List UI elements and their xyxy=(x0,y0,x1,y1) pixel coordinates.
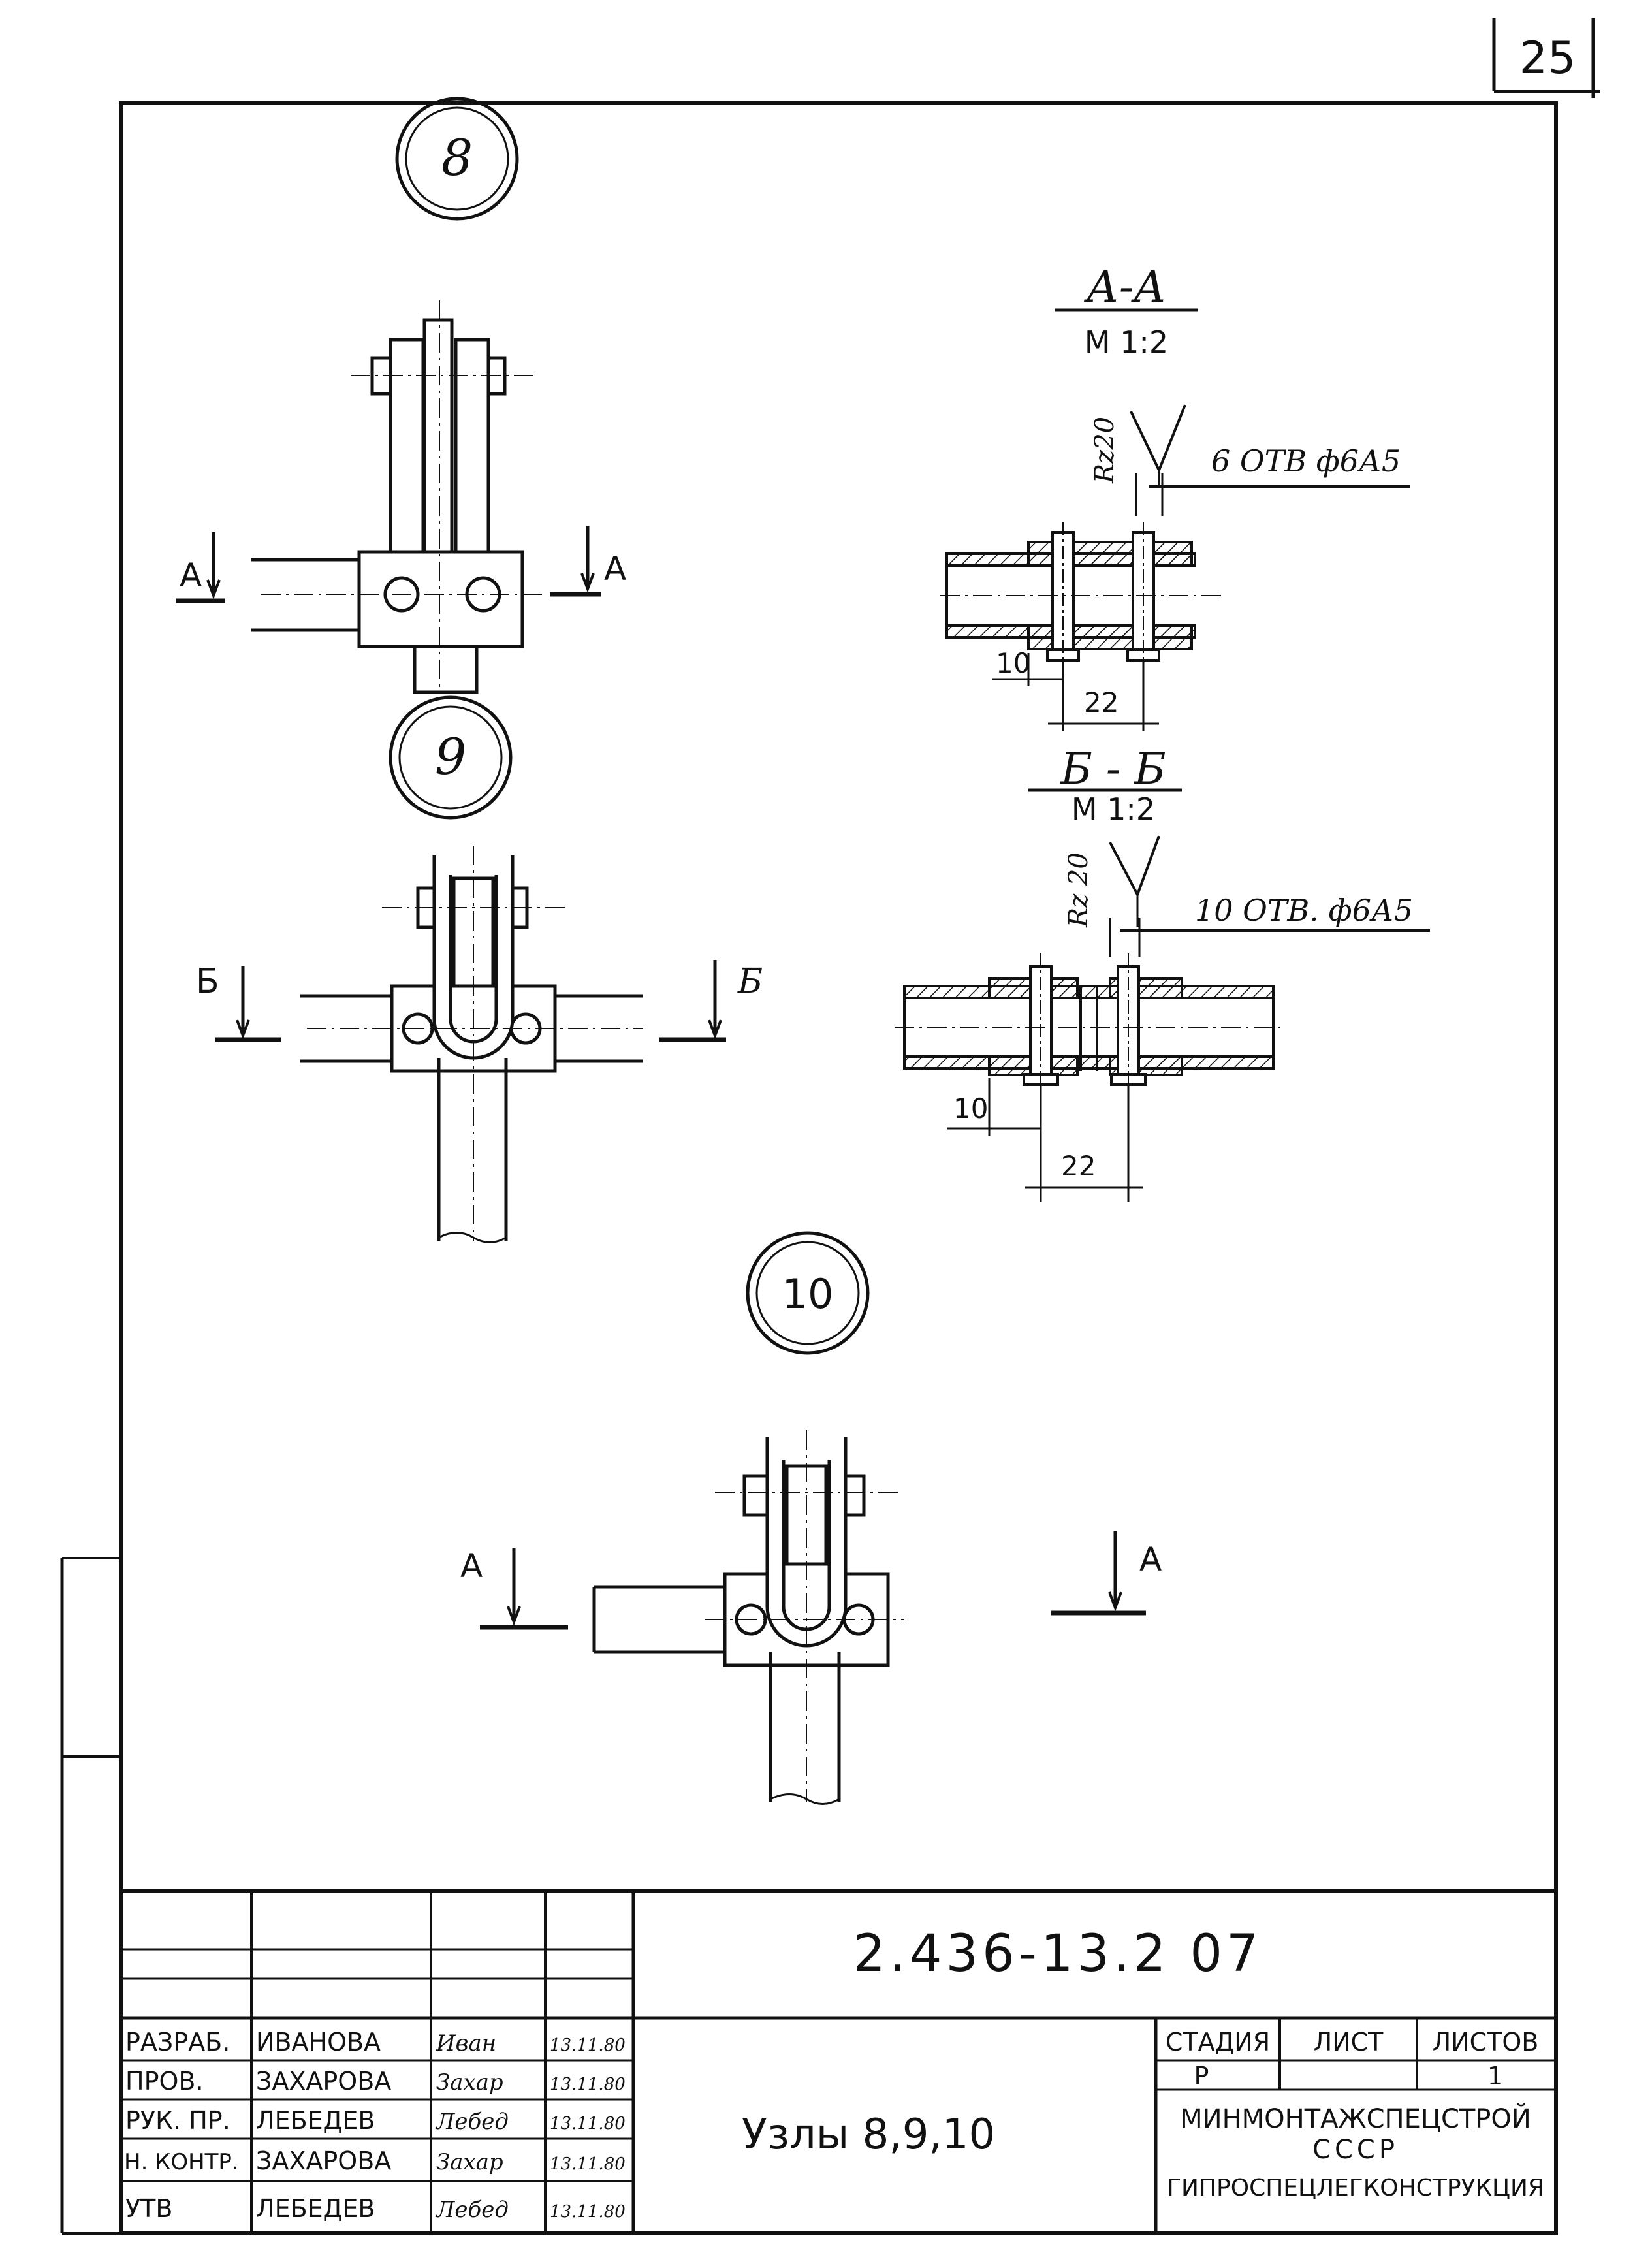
signature-row: РУК. ПР. ЛЕБЕДЕВ Лебед 13.11.80 xyxy=(125,2106,626,2135)
header-sheets: ЛИСТОВ xyxy=(1433,2028,1539,2056)
node-10-view xyxy=(480,1430,1146,1805)
row-role: ПРОВ. xyxy=(125,2067,204,2096)
row-date: 13.11.80 xyxy=(550,2075,626,2094)
section-bb-dim-10: 10 xyxy=(953,1093,988,1125)
section-mark-a-left: А xyxy=(180,556,202,594)
section-aa-dim-22: 22 xyxy=(1084,686,1119,718)
callout-8: 8 xyxy=(395,97,519,221)
document-code: 2.436-13.2 07 xyxy=(853,1925,1262,1983)
title-block xyxy=(121,1889,1556,2233)
row-date: 13.11.80 xyxy=(550,2114,626,2133)
row-signature: Иван xyxy=(436,2030,496,2056)
callout-9-label: 9 xyxy=(435,727,466,786)
row-signature: Лебед xyxy=(435,2197,509,2223)
row-signature: Захар xyxy=(436,2069,503,2096)
section-aa-dim-10: 10 xyxy=(996,647,1030,679)
row-date: 13.11.80 xyxy=(550,2202,626,2222)
section-aa-title: А-А xyxy=(1084,262,1166,312)
row-name: ИВАНОВА xyxy=(256,2028,381,2056)
drawing-frame xyxy=(119,101,1558,2235)
section-mark-b-right: Б xyxy=(737,962,763,1001)
section-bb-scale: М 1:2 xyxy=(1071,791,1155,827)
node-9-view xyxy=(215,846,726,1243)
org-line-2: СССР xyxy=(1312,2135,1399,2165)
section-mark-a-right-2: А xyxy=(1139,1541,1162,1578)
section-aa-roughness: Rz20 xyxy=(1090,417,1120,484)
section-aa-scale: М 1:2 xyxy=(1085,325,1168,360)
row-role: РУК. ПР. xyxy=(125,2106,230,2135)
sheet-number: 25 xyxy=(1519,33,1576,84)
sheets-value: 1 xyxy=(1487,2062,1503,2090)
row-name: ЛЕБЕДЕВ xyxy=(256,2106,375,2135)
node-8-view xyxy=(176,300,601,694)
section-bb-roughness: Rz 20 xyxy=(1064,852,1094,928)
section-bb-title: Б - Б xyxy=(1059,744,1166,794)
row-date: 13.11.80 xyxy=(550,2154,626,2174)
signature-row: Н. КОНТР. ЗАХАРОВА Захар 13.11.80 xyxy=(124,2147,626,2175)
header-stage: СТАДИЯ xyxy=(1166,2028,1270,2056)
callout-10: 10 xyxy=(746,1231,870,1355)
header-sheet: ЛИСТ xyxy=(1314,2028,1384,2056)
signature-row: РАЗРАБ. ИВАНОВА Иван 13.11.80 xyxy=(125,2028,626,2056)
section-bb: Б - Б М 1:2 Rz 20 10 ОТВ. ф6А5 xyxy=(895,744,1430,1202)
row-signature: Захар xyxy=(436,2149,503,2175)
section-mark-b-left: Б xyxy=(196,962,219,1001)
callout-10-label: 10 xyxy=(782,1270,834,1318)
row-role: РАЗРАБ. xyxy=(125,2028,230,2056)
row-name: ЛЕБЕДЕВ xyxy=(256,2194,375,2223)
org-line-3: ГИПРОСПЕЦЛЕГКОНСТРУКЦИЯ xyxy=(1167,2175,1544,2201)
binding-strip xyxy=(60,1557,121,2235)
row-name: ЗАХАРОВА xyxy=(256,2147,391,2175)
row-role: Н. КОНТР. xyxy=(124,2149,239,2175)
section-mark-a-right: А xyxy=(604,550,626,588)
row-signature: Лебед xyxy=(435,2109,509,2135)
section-aa: А-А М 1:2 Rz20 6 ОТВ ф6А5 xyxy=(940,262,1410,731)
section-aa-holes: 6 ОТВ ф6А5 xyxy=(1211,443,1401,479)
sheet-number-box: 25 xyxy=(1492,18,1600,98)
section-bb-dim-22: 22 xyxy=(1061,1150,1096,1182)
drawing-title: Узлы 8,9,10 xyxy=(742,2111,995,2159)
callout-9: 9 xyxy=(389,695,513,820)
callout-8-label: 8 xyxy=(441,129,473,187)
section-mark-a-left-2: А xyxy=(460,1547,483,1585)
stage-value: Р xyxy=(1194,2062,1209,2090)
signature-row: ПРОВ. ЗАХАРОВА Захар 13.11.80 xyxy=(125,2067,626,2096)
signature-row: УТВ ЛЕБЕДЕВ Лебед 13.11.80 xyxy=(125,2194,626,2223)
row-name: ЗАХАРОВА xyxy=(256,2067,391,2096)
section-bb-holes: 10 ОТВ. ф6А5 xyxy=(1195,893,1413,928)
org-line-1: МИНМОНТАЖСПЕЦСТРОЙ xyxy=(1180,2103,1531,2134)
row-role: УТВ xyxy=(125,2194,172,2223)
row-date: 13.11.80 xyxy=(550,2036,626,2055)
